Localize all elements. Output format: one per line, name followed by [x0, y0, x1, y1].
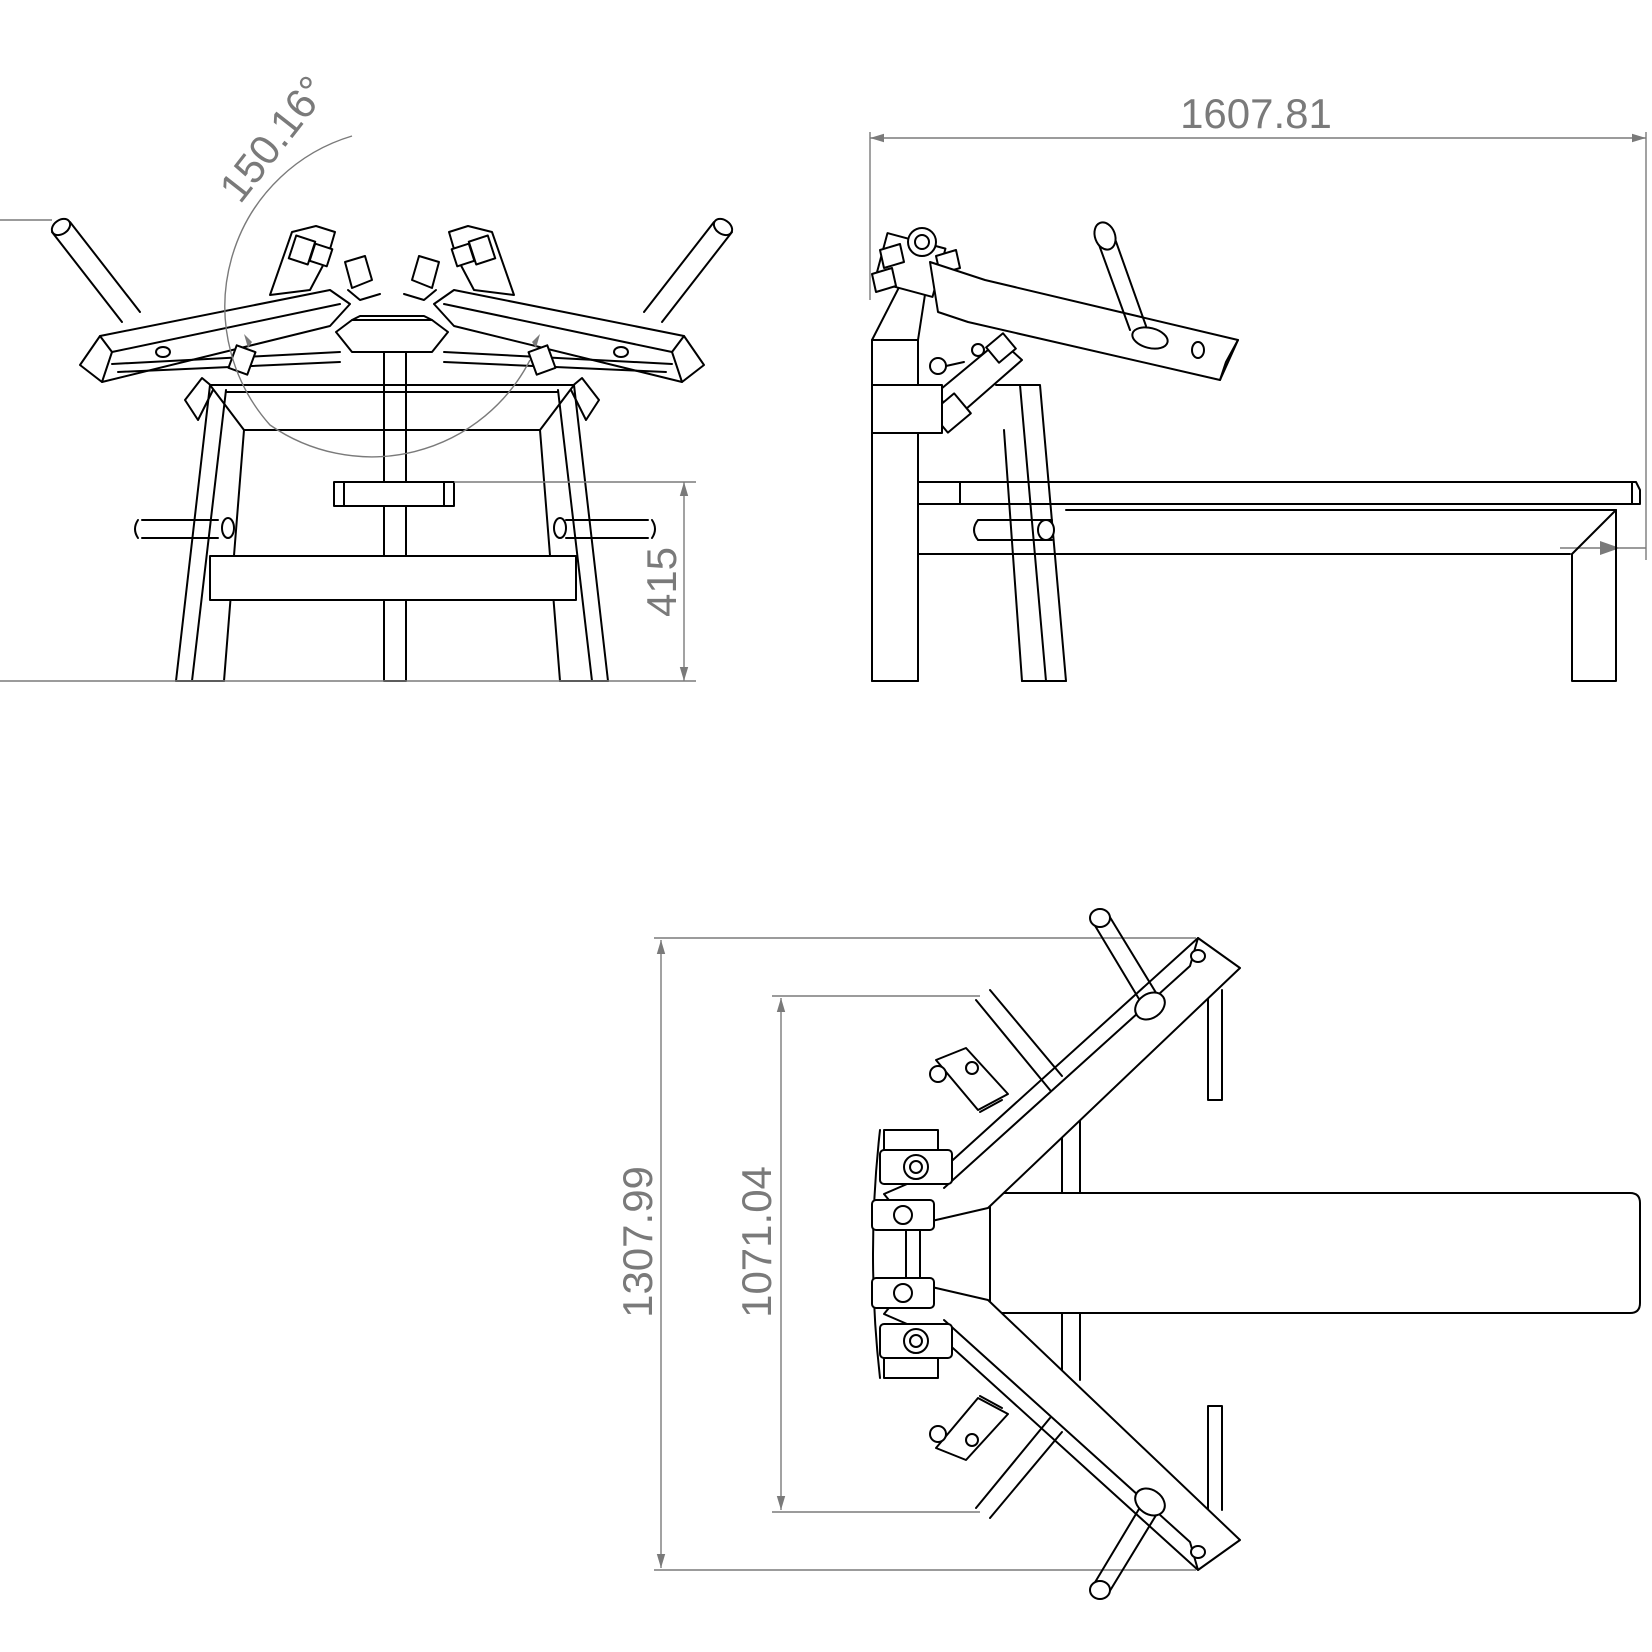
- top-view: 1307.99 1071.04: [614, 908, 1641, 1600]
- front-horn-left: [50, 217, 141, 323]
- front-arm-right: [433, 289, 705, 383]
- front-bearing-right: [403, 225, 515, 301]
- side-frame: [871, 384, 1067, 682]
- side-arm: [929, 221, 1239, 381]
- front-frame: [134, 351, 656, 682]
- front-bearing-left: [269, 225, 381, 301]
- top-bearing-3: [871, 1199, 935, 1231]
- top-inner-width-label: 1071.04: [733, 1166, 780, 1318]
- side-bracket: [929, 332, 1023, 434]
- top-cylinder-upper: [929, 1047, 1009, 1113]
- top-dimensions: [654, 937, 1196, 1571]
- side-length-label: 1607.81: [1180, 90, 1332, 137]
- front-horn-right: [643, 217, 734, 323]
- top-bearing-2: [879, 1323, 953, 1359]
- front-angle-label: 150.16°: [210, 67, 336, 210]
- front-view: 150.16° 415: [0, 67, 734, 682]
- front-height-label: 415: [638, 547, 685, 617]
- front-yoke: [335, 315, 449, 353]
- front-arm-left: [79, 289, 351, 383]
- side-dimensions: [869, 132, 1647, 560]
- side-view: 1607.81: [869, 90, 1647, 682]
- top-bearing-1: [879, 1149, 953, 1185]
- top-outer-width-label: 1307.99: [614, 1166, 661, 1318]
- side-post: [871, 227, 961, 682]
- top-head: [871, 1129, 953, 1379]
- side-bench: [917, 481, 1641, 682]
- top-bearing-4: [871, 1277, 935, 1309]
- front-dimensions: [0, 135, 696, 682]
- top-bench: [989, 989, 1641, 1511]
- top-cylinder-lower: [929, 1395, 1009, 1461]
